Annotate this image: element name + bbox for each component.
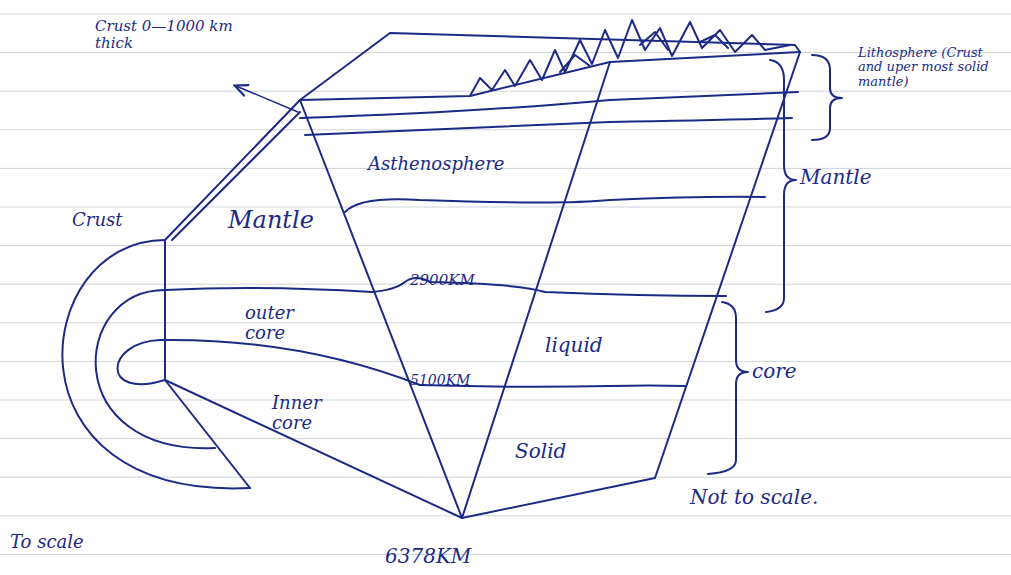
- mantle-boundary-side: [165, 288, 372, 292]
- mantle-brace: [766, 60, 796, 312]
- ruled-line: [0, 361, 1011, 362]
- top-face: [300, 33, 800, 100]
- ruled-line: [0, 322, 1011, 323]
- section-edge: [164, 240, 166, 380]
- lithosphere-brace: [812, 55, 842, 140]
- depth-label: 5100KM: [410, 373, 500, 388]
- depth-label: 2900KM: [410, 272, 510, 289]
- state-label: liquid: [545, 334, 635, 356]
- bracket-label: core: [752, 360, 822, 382]
- state-label: Solid: [515, 440, 595, 462]
- radius-label: 6378KM: [385, 545, 505, 567]
- mountain-detail: [560, 32, 728, 72]
- ruled-line: [0, 400, 1011, 401]
- to-scale-crust-arc: [62, 240, 250, 488]
- core-boundary-side: [160, 340, 420, 385]
- to-scale-core-arc: [118, 340, 166, 384]
- ruled-line: [0, 14, 1011, 15]
- layer-name: outer core: [245, 303, 325, 343]
- lithosphere-boundary: [305, 118, 792, 135]
- crust-arrow: [236, 86, 298, 112]
- crust-boundary: [300, 92, 798, 118]
- ruled-line: [0, 207, 1011, 208]
- layer-name: Mantle: [228, 207, 338, 233]
- ruled-line: [0, 515, 1011, 516]
- ruled-line: [0, 554, 1011, 555]
- section-edge: [165, 380, 250, 488]
- scale-note: Not to scale.: [690, 486, 860, 508]
- mountain-relief: [470, 20, 790, 96]
- asthenosphere-boundary: [345, 197, 765, 212]
- bracket-label: Mantle: [800, 166, 900, 188]
- to-scale-mantle-arc: [96, 290, 215, 448]
- crust-note: Crust 0—1000 km thick: [95, 18, 255, 51]
- ruled-line: [0, 284, 1011, 285]
- core-brace: [708, 302, 748, 474]
- ruled-line: [0, 245, 1011, 246]
- ruled-line: [0, 129, 1011, 130]
- ruled-line: [0, 477, 1011, 478]
- layer-name: Inner core: [272, 393, 352, 433]
- scale-note: To scale: [10, 532, 130, 552]
- lithosphere-note: Lithosphere (Crust and uper most solid m…: [858, 46, 1008, 89]
- layer-name: Asthenosphere: [368, 154, 538, 174]
- ruled-line: [0, 91, 1011, 92]
- layer-name: Crust: [72, 210, 152, 230]
- ruled-lines: [0, 14, 1011, 554]
